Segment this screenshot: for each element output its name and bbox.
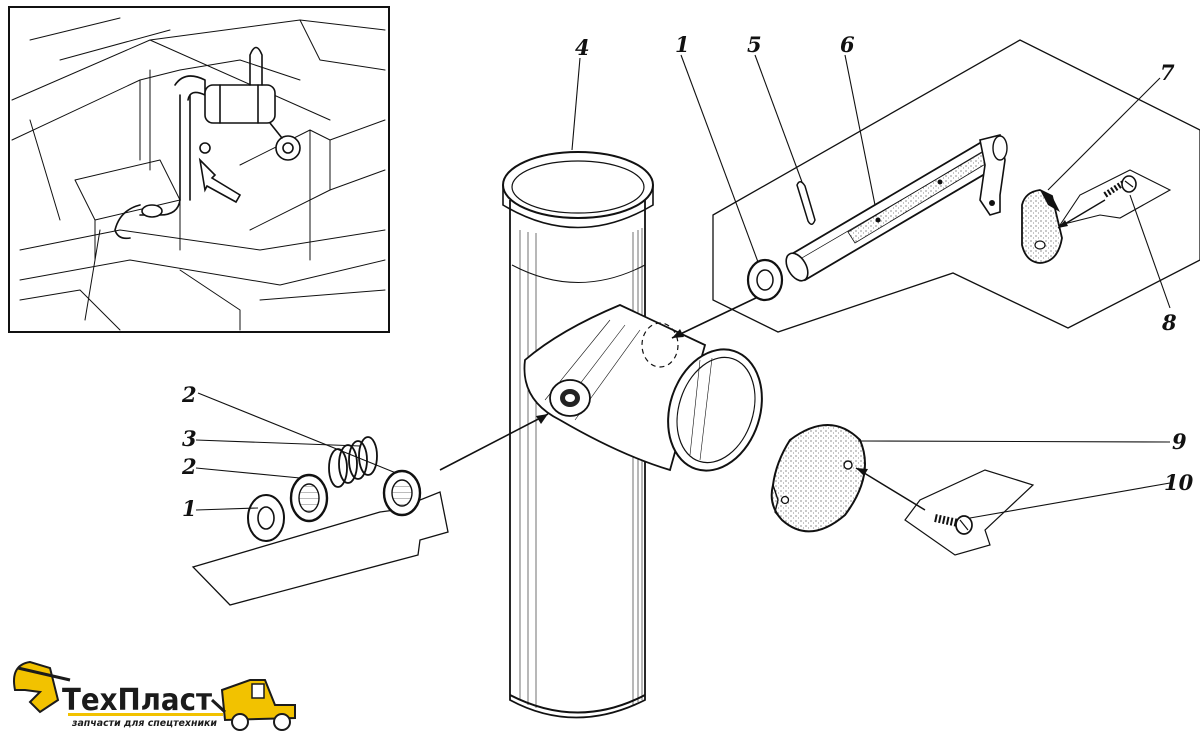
leader-lines — [195, 54, 1171, 519]
callout-2-upper: 2 — [181, 382, 197, 407]
callout-1-top: 1 — [675, 32, 690, 57]
excavator-icon — [13, 660, 71, 714]
logo-tagline: запчасти для спецтехники — [71, 718, 217, 729]
callout-2-lower: 2 — [181, 454, 197, 479]
logo-name: ТехПласт — [62, 683, 213, 718]
callout-10: 10 — [1164, 470, 1194, 495]
shaft-6 — [785, 134, 1008, 282]
screw-8 — [1103, 175, 1137, 198]
left-parts-group — [191, 413, 549, 606]
cover-plate-group — [770, 424, 1035, 556]
callout-7: 7 — [1160, 60, 1175, 85]
company-logo: ТехПласт запчасти для спецтехники — [13, 660, 296, 731]
tee-housing — [502, 151, 763, 719]
callout-9: 9 — [1172, 429, 1187, 454]
callout-3: 3 — [182, 426, 197, 451]
shaft-parts-group — [671, 39, 1200, 339]
knob-7 — [1021, 189, 1063, 264]
screw-10 — [934, 514, 973, 535]
cover-disc-9 — [770, 424, 866, 533]
loader-icon — [210, 679, 296, 731]
location-arrow-icon — [198, 157, 242, 204]
split-pin-5 — [796, 181, 816, 225]
callout-5: 5 — [747, 32, 762, 57]
callout-labels: 4 1 5 6 7 8 9 10 2 3 2 1 — [181, 32, 1194, 521]
callout-4: 4 — [575, 35, 590, 60]
callout-1-left: 1 — [182, 496, 197, 521]
spring-3 — [328, 436, 378, 488]
callout-6: 6 — [840, 32, 855, 57]
callout-8: 8 — [1161, 310, 1177, 335]
location-inset — [8, 6, 390, 333]
